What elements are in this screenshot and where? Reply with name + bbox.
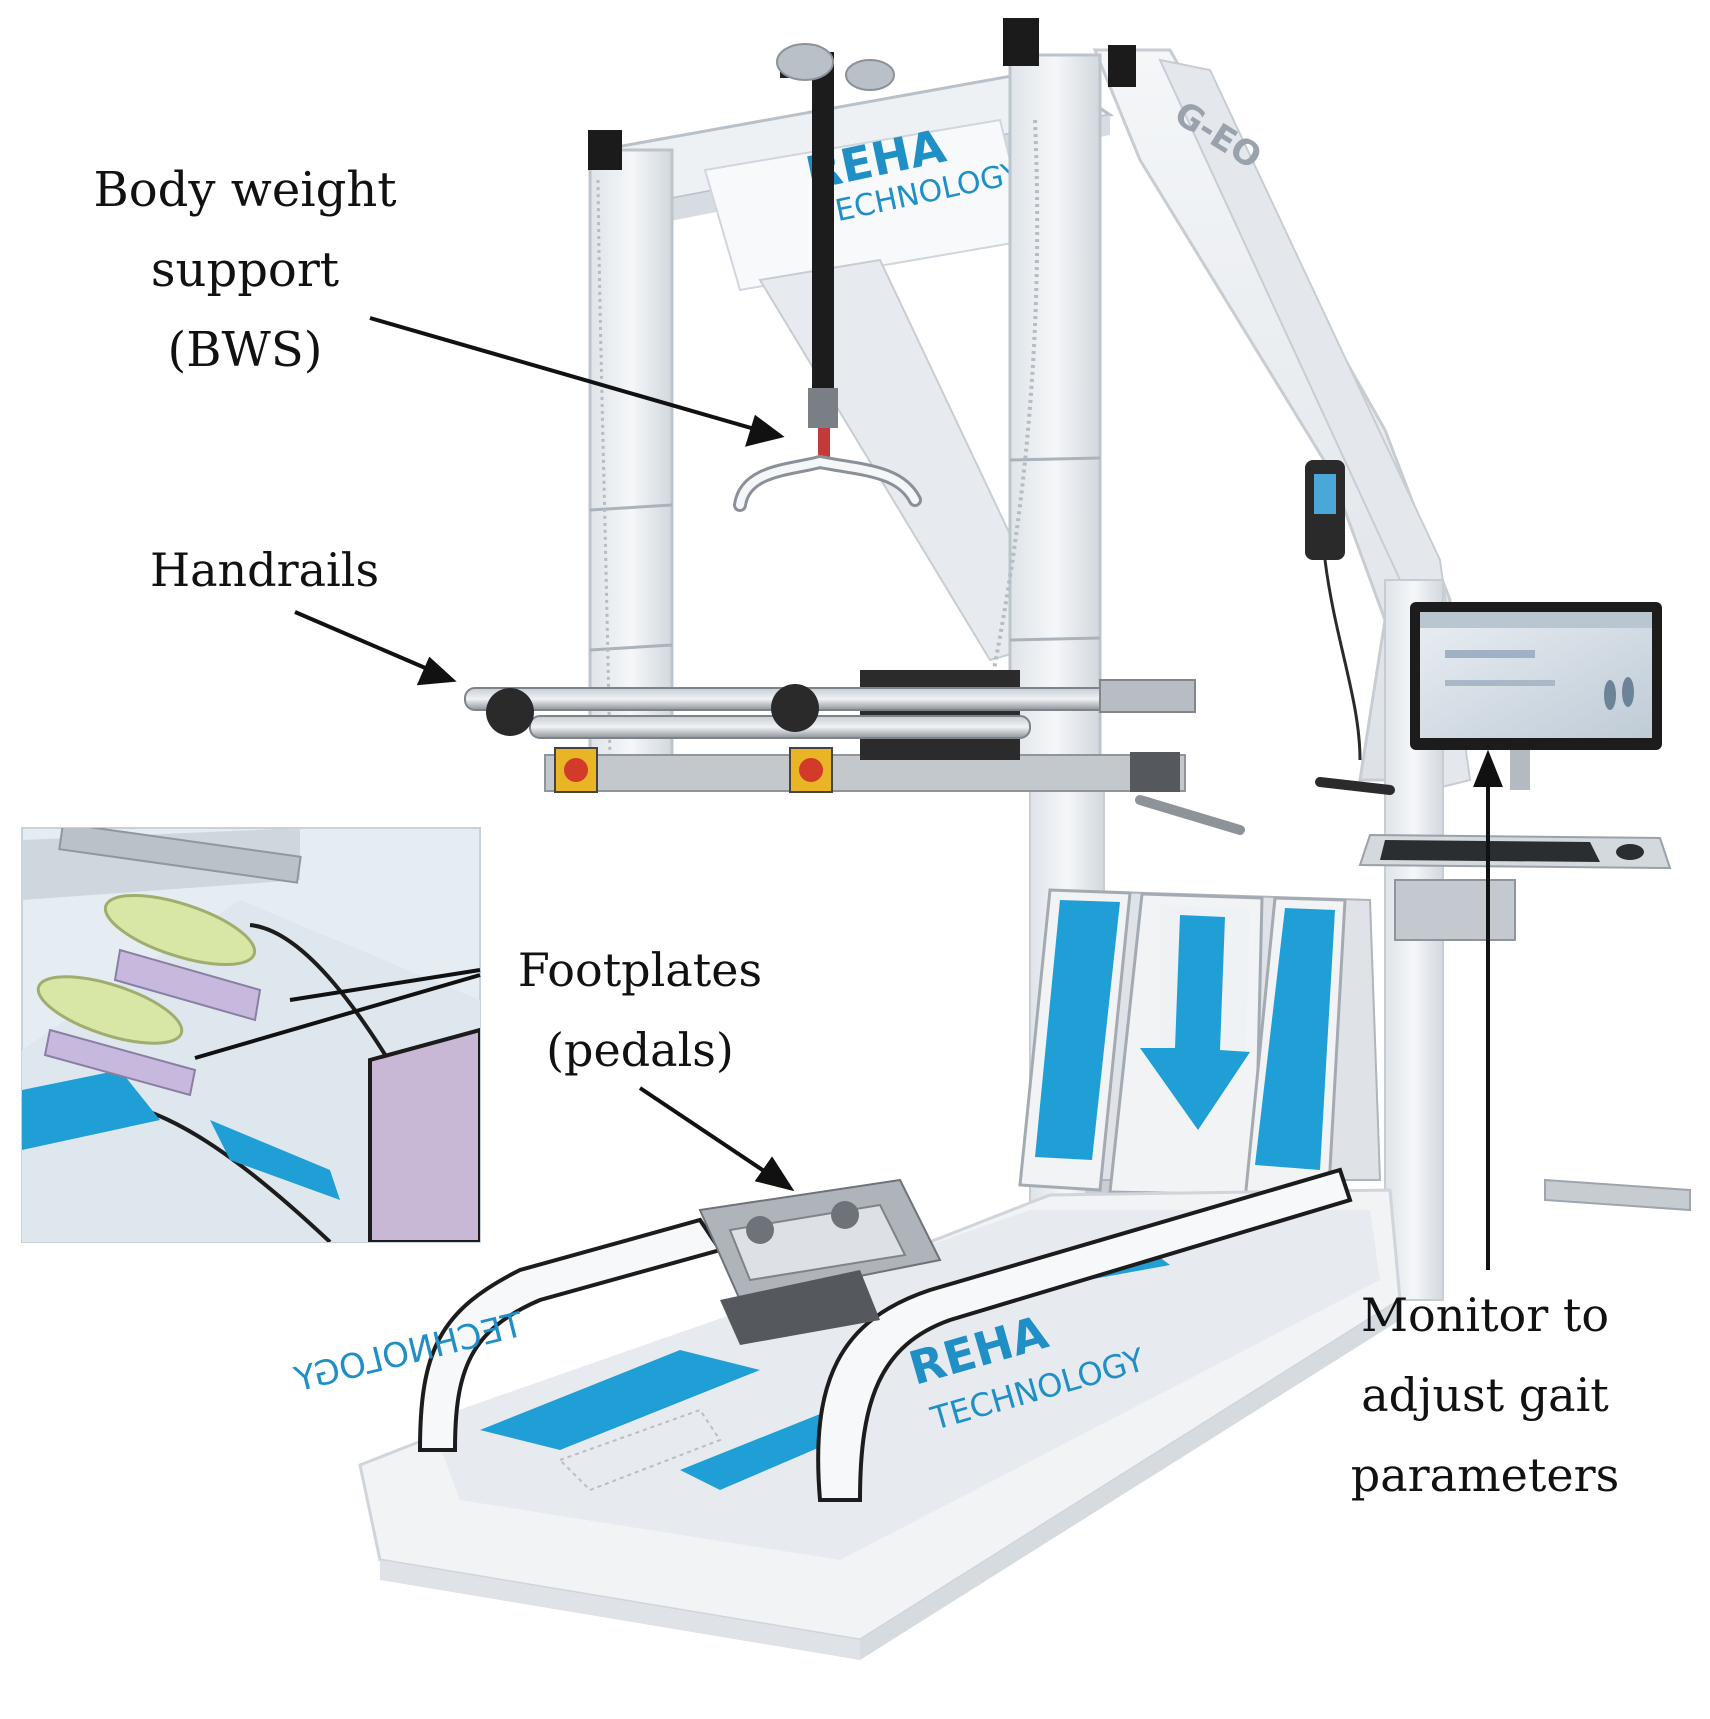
arrow-icon: [194, 316, 1503, 1270]
top-frame: REHA TECHNOLOGY: [596, 68, 1114, 662]
left-column: [588, 130, 674, 772]
pedal-ramp: [1018, 888, 1382, 1207]
label-monitor: Monitor to adjust gait parameters: [1320, 1275, 1650, 1515]
label-line: (pedals): [546, 1023, 734, 1077]
label-footplates: Footplates (pedals): [490, 930, 790, 1090]
pedal-lower: [36, 975, 184, 1045]
label-line: Monitor to: [1360, 1288, 1610, 1342]
label-line: adjust gait: [1361, 1368, 1609, 1422]
label-line: (BWS): [167, 322, 323, 378]
remote-pendant: [1305, 460, 1362, 761]
handrail-assembly: [464, 670, 1395, 835]
label-line: Handrails: [150, 543, 380, 597]
label-line: Body weight: [93, 162, 397, 218]
label-line: parameters: [1350, 1448, 1620, 1502]
footplate-inset: [21, 827, 481, 1243]
brand-base-left: TECHNOLOGY: [291, 1305, 529, 1401]
footplate-mechanism: [698, 1178, 942, 1345]
label-handrails: Handrails: [150, 530, 440, 610]
foot-bar: [1544, 1178, 1691, 1212]
pedal-upper: [103, 893, 257, 967]
footprints-icon: [1604, 677, 1634, 710]
label-line: support: [150, 242, 340, 298]
keyboard-tray: [1358, 833, 1672, 941]
label-line: Footplates: [517, 943, 763, 997]
bws-harness: [733, 43, 922, 512]
base-tub: TECHNOLOGY REHA TECHNOLOGY: [291, 1167, 1402, 1660]
monitor: [1410, 602, 1662, 790]
label-body-weight-support: Body weight support (BWS): [70, 150, 420, 390]
